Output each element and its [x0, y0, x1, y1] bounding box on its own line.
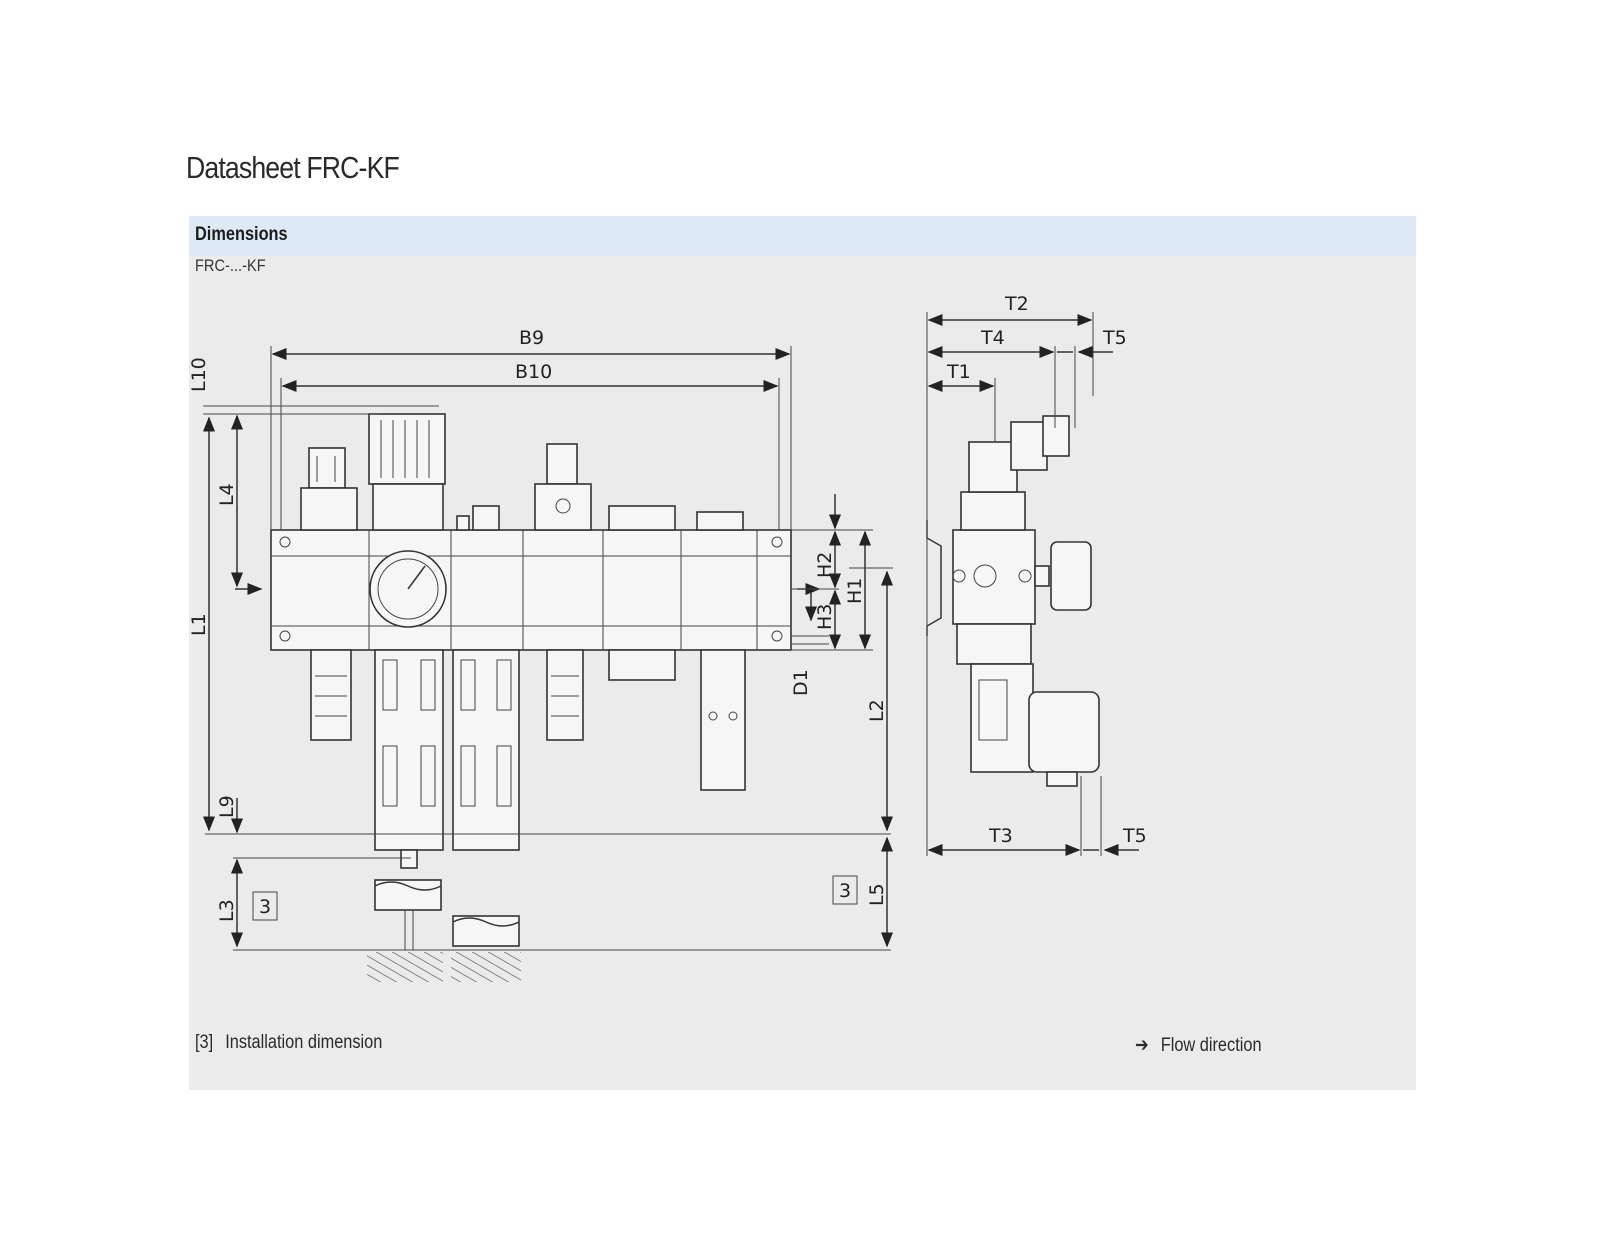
filter-bowl-2	[452, 649, 520, 851]
filter-bowl-1	[374, 649, 444, 851]
dim-label-t3: T3	[988, 825, 1013, 847]
panel-header: Dimensions	[189, 216, 1416, 256]
side-view	[926, 415, 1100, 787]
callout-box-left	[252, 891, 278, 921]
legend-ref-text: Installation dimension	[225, 1032, 383, 1053]
callout-box-right	[832, 875, 858, 905]
variant-label: FRC-...-KF	[195, 256, 266, 275]
gauge-side	[1050, 541, 1092, 611]
dim-label-t4: T4	[980, 327, 1005, 349]
regulator-knob	[368, 413, 446, 485]
page-title: Datasheet FRC-KF	[186, 150, 400, 185]
dim-label-l9: L9	[216, 795, 238, 818]
ground-hatch-2	[451, 952, 521, 982]
mounting-bracket	[926, 520, 942, 636]
section-title: Dimensions	[195, 224, 288, 245]
callout-right: 3	[839, 880, 851, 902]
drain-valve	[400, 849, 418, 869]
pressure-switch	[700, 649, 746, 791]
dim-label-l5: L5	[866, 883, 888, 906]
dim-label-t1: T1	[946, 361, 971, 383]
dim-label-t5-top: T5	[1102, 327, 1127, 349]
solenoid-connector	[546, 443, 578, 485]
legend-flow-text: Flow direction	[1160, 1035, 1262, 1056]
branch-module-block	[608, 649, 676, 681]
front-dimensions: B9 B10 L10 L4 L1 L9 L3	[189, 327, 893, 982]
side-dimensions: T2 T4 T5 T1 T3 T5	[926, 293, 1147, 856]
shutoff-valve-cap	[308, 447, 346, 489]
dim-label-h3: H3	[814, 604, 836, 630]
callout-left: 3	[259, 896, 271, 918]
dim-label-t2: T2	[1004, 293, 1029, 315]
front-view	[235, 413, 821, 869]
dim-label-l3: L3	[216, 899, 238, 922]
dim-label-b9: B9	[519, 327, 544, 349]
dim-label-h1: H1	[844, 578, 866, 604]
dim-label-l10: L10	[189, 357, 210, 392]
dim-label-b10: B10	[515, 361, 552, 383]
side-body	[952, 529, 1036, 625]
dim-label-t5-bottom: T5	[1122, 825, 1147, 847]
dim-label-l1: L1	[189, 613, 210, 636]
flow-arrow-icon: ➔	[1135, 1035, 1149, 1056]
mounting-holes	[279, 536, 783, 642]
legend-flow: ➔ Flow direction	[1135, 1034, 1274, 1057]
dimensions-panel: Dimensions FRC-...-KF	[189, 216, 1416, 1090]
dim-label-h2: H2	[814, 552, 836, 578]
installation-bowl-1	[374, 879, 442, 911]
silencer-left	[310, 649, 352, 741]
ground-hatch-1	[367, 952, 443, 982]
legend-installation: [3] Installation dimension	[195, 1032, 394, 1054]
dim-label-l2: L2	[866, 699, 888, 722]
pressure-switch-side	[970, 663, 1034, 773]
dimension-drawing: B9 B10 L10 L4 L1 L9 L3	[189, 293, 1147, 982]
dim-label-d1: D1	[790, 669, 812, 696]
manifold-body	[270, 529, 792, 651]
installation-bowl-2	[452, 915, 520, 947]
dim-label-l4: L4	[216, 483, 238, 506]
silencer-right	[546, 649, 584, 741]
legend-ref-mark: [3]	[195, 1032, 214, 1053]
